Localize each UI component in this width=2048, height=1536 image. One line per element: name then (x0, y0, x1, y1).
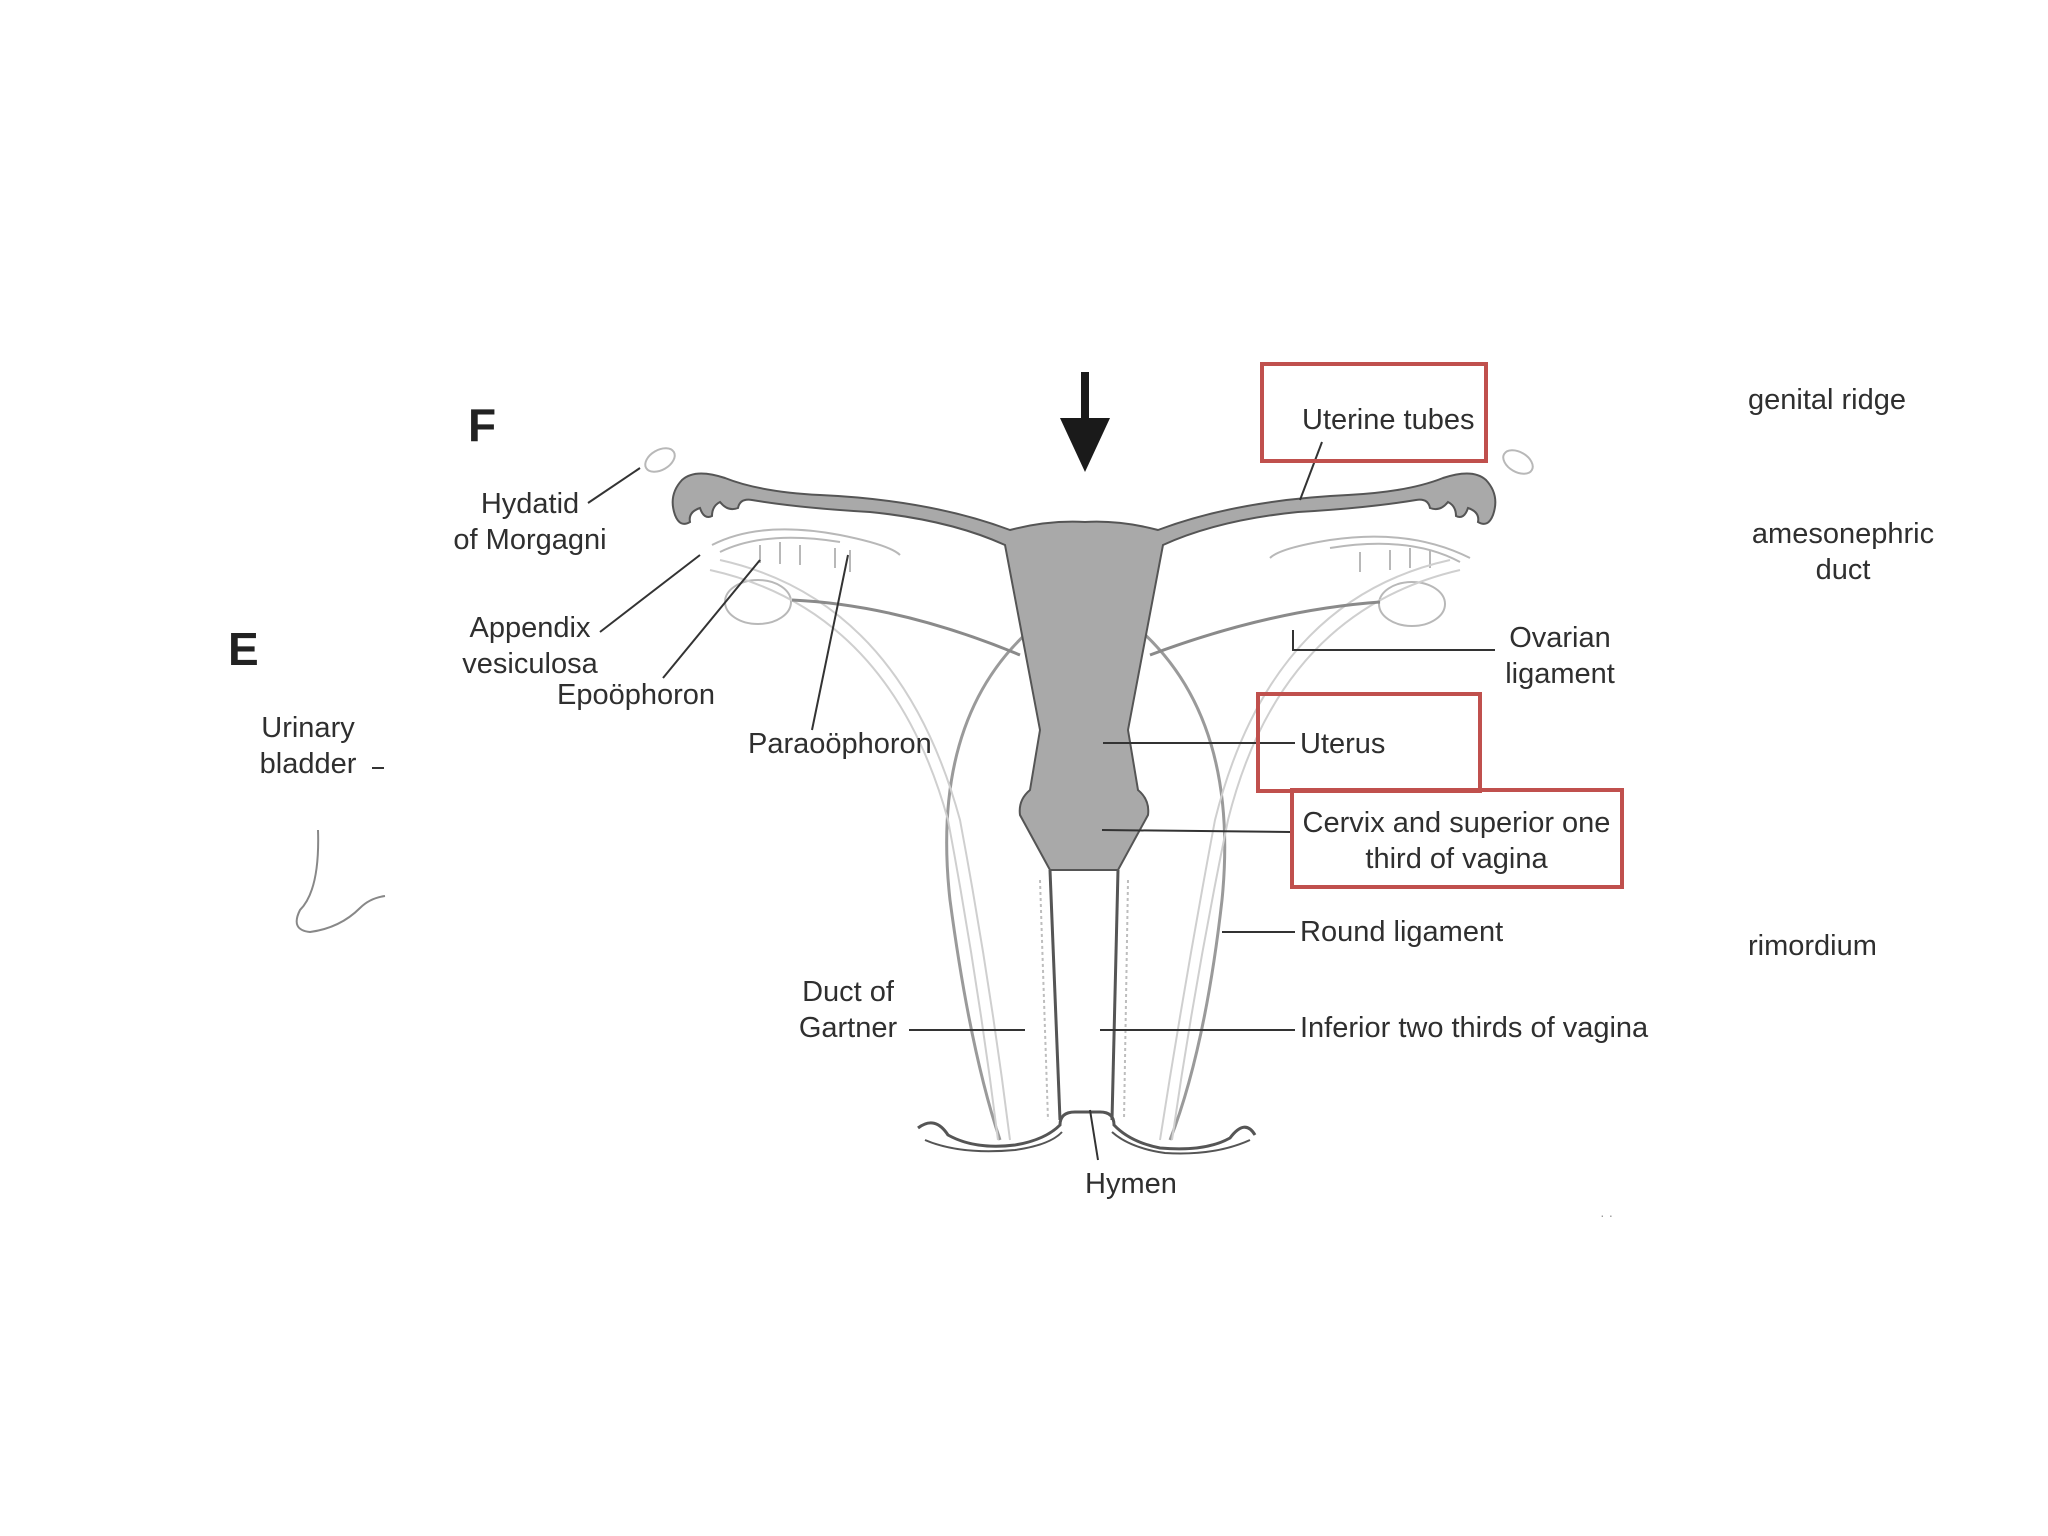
label-inferior-vagina: Inferior two thirds of vagina (1300, 1012, 1649, 1044)
panel-letter-f: F (468, 399, 497, 451)
label-genital-ridge: genital ridge (1748, 384, 1906, 416)
label-paraoophoron: Paraoöphoron (748, 728, 932, 760)
panel-e-fragment (295, 829, 386, 934)
vagina-walls (1048, 869, 1120, 1121)
highlight-box-uterus (1256, 692, 1482, 793)
label-appendix-vesiculosa: Appendix vesiculosa (462, 612, 598, 680)
highlight-box-uterine-tubes (1260, 362, 1488, 463)
label-duct-of-gartner: Duct of Gartner (798, 976, 898, 1044)
label-mesonephric-duct: amesonephric duct (1751, 518, 1935, 586)
vestibule-outline (917, 1110, 1257, 1151)
label-ovarian-ligament: Ovarian ligament (1505, 622, 1615, 690)
panel-letter-e: E (228, 623, 259, 675)
vagina-inner-dotted (1039, 879, 1129, 1121)
label-primordium: rimordium (1748, 930, 1877, 962)
down-arrow-icon (1060, 372, 1110, 472)
page-mark: · · (1600, 1207, 1613, 1223)
highlight-box-cervix (1290, 788, 1624, 889)
label-epoophoron: Epoöphoron (557, 679, 716, 711)
ovarian-ligaments (791, 598, 1381, 657)
label-round-ligament: Round ligament (1300, 916, 1504, 948)
label-uterine-tubes: Uterine tubes (1302, 404, 1475, 436)
leader-lines (372, 441, 1495, 1161)
right-ovary (1269, 449, 1534, 627)
mesonephric-remnants (709, 559, 1461, 1141)
label-cervix: Cervix and superior one third of vagina (1302, 807, 1611, 875)
label-hymen: Hymen (1085, 1168, 1177, 1200)
uterus-and-tubes-shape (671, 472, 1497, 871)
label-urinary-bladder: Urinary bladder (259, 712, 357, 780)
label-uterus: Uterus (1300, 728, 1386, 760)
round-ligament-curves (945, 628, 1227, 1141)
left-ovary (644, 447, 901, 625)
label-hydatid-of-morgagni: Hydatid of Morgagni (453, 488, 607, 556)
